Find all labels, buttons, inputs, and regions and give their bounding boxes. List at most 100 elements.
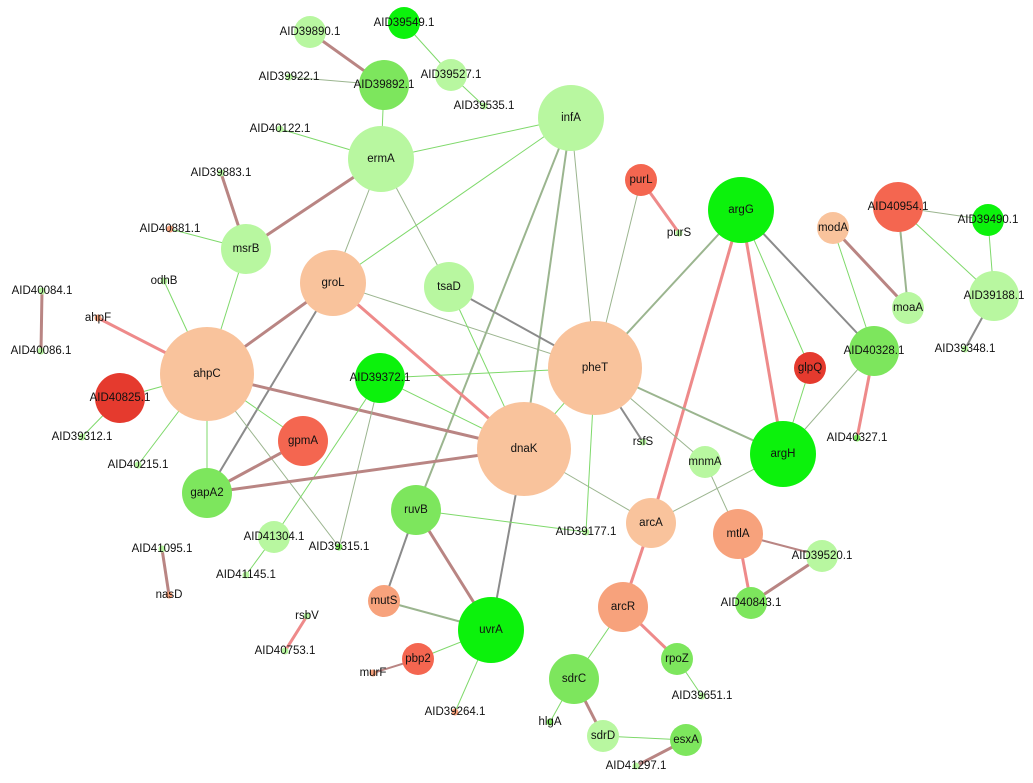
node-aid39264-1: AID39264.1 bbox=[425, 706, 486, 718]
node-circle-arca bbox=[626, 498, 676, 548]
node-label-murf: murF bbox=[360, 667, 387, 679]
node-aid40881-1: AID40881.1 bbox=[140, 223, 201, 235]
node-circle-aid41304-1 bbox=[258, 521, 290, 553]
node-phet: pheT bbox=[548, 321, 642, 415]
node-aid39312-1: AID39312.1 bbox=[52, 431, 113, 443]
node-label-aid40086-1: AID40086.1 bbox=[11, 345, 72, 357]
node-circle-aid40328-1 bbox=[849, 326, 899, 376]
node-circle-aid39527-1 bbox=[435, 59, 467, 91]
node-aid40084-1: AID40084.1 bbox=[12, 285, 73, 297]
node-aid40843-1: AID40843.1 bbox=[721, 587, 782, 619]
node-circle-glpq bbox=[794, 352, 826, 384]
node-label-argh: argH bbox=[771, 448, 796, 460]
node-rpoz: rpoZ bbox=[661, 643, 693, 675]
edge-aid39372-1-aid39315-1 bbox=[338, 377, 381, 548]
node-circle-aid40881-1 bbox=[166, 225, 174, 233]
node-circle-nasd bbox=[165, 591, 173, 599]
node-circle-aid39188-1 bbox=[969, 271, 1019, 321]
node-purl: purL bbox=[625, 164, 657, 196]
node-aid39883-1: AID39883.1 bbox=[191, 167, 252, 179]
node-gpma: gpmA bbox=[278, 416, 328, 466]
node-label-infa: infA bbox=[561, 112, 581, 124]
node-aid39188-1: AID39188.1 bbox=[964, 271, 1025, 321]
node-label-rsbv: rsbV bbox=[295, 610, 319, 622]
node-label-nasd: nasD bbox=[156, 589, 183, 601]
node-label-aid39651-1: AID39651.1 bbox=[672, 690, 733, 702]
node-label-aid39188-1: AID39188.1 bbox=[964, 290, 1025, 302]
edge-argg-argh bbox=[739, 208, 785, 456]
node-glpq: glpQ bbox=[794, 352, 826, 384]
node-erma: ermA bbox=[348, 126, 414, 192]
node-label-aid39312-1: AID39312.1 bbox=[52, 431, 113, 443]
edge-infa-dnak bbox=[523, 117, 572, 450]
node-circle-aid39892-1 bbox=[359, 60, 409, 110]
node-circle-murf bbox=[369, 669, 377, 677]
node-muts: mutS bbox=[368, 585, 400, 617]
node-purs: purS bbox=[667, 227, 692, 239]
node-circle-aid41095-1 bbox=[158, 545, 166, 553]
edge-aid40084-1-aid40086-1 bbox=[39, 289, 44, 353]
node-label-aid41095-1: AID41095.1 bbox=[132, 543, 193, 555]
node-label-aid40084-1: AID40084.1 bbox=[12, 285, 73, 297]
node-aid41304-1: AID41304.1 bbox=[244, 521, 305, 553]
node-aid41145-1: AID41145.1 bbox=[216, 569, 276, 581]
node-rsfs: rsfS bbox=[633, 436, 654, 448]
node-circle-odhb bbox=[160, 277, 168, 285]
node-label-purl: purL bbox=[629, 174, 653, 186]
node-circle-phet bbox=[548, 321, 642, 415]
node-ahpc: ahpC bbox=[160, 327, 254, 421]
node-circle-aid39372-1 bbox=[355, 353, 405, 403]
node-label-arcr: arcR bbox=[611, 601, 635, 613]
node-circle-aid40825-1 bbox=[95, 373, 145, 423]
node-circle-dnak bbox=[477, 402, 571, 496]
node-label-rpoz: rpoZ bbox=[665, 653, 689, 665]
node-circle-moaa bbox=[892, 292, 924, 324]
node-label-muts: mutS bbox=[371, 595, 398, 607]
node-aid41095-1: AID41095.1 bbox=[132, 543, 193, 555]
edge-aid41095-1-nasd bbox=[160, 547, 171, 597]
node-circle-aid39883-1 bbox=[217, 169, 225, 177]
node-circle-infa bbox=[538, 85, 604, 151]
edge-argg-arca bbox=[649, 208, 743, 525]
node-argh: argH bbox=[750, 421, 816, 487]
node-mtla: mtlA bbox=[713, 509, 763, 559]
node-circle-purs bbox=[675, 229, 683, 237]
edge-ahpc-dnak bbox=[205, 372, 526, 451]
node-aid39651-1: AID39651.1 bbox=[672, 690, 733, 702]
node-label-aid39177-1: AID39177.1 bbox=[556, 526, 617, 538]
node-dnak: dnaK bbox=[477, 402, 571, 496]
node-label-aid40825-1: AID40825.1 bbox=[90, 392, 151, 404]
node-circle-aid40753-1 bbox=[281, 647, 289, 655]
node-circle-moda bbox=[817, 212, 849, 244]
node-circle-aid39348-1 bbox=[961, 345, 969, 353]
node-circle-rsbv bbox=[303, 612, 311, 620]
node-aid40328-1: AID40328.1 bbox=[844, 326, 905, 376]
node-circle-aid41145-1 bbox=[242, 571, 250, 579]
edge-rsbv-aid40753-1 bbox=[283, 614, 309, 653]
node-label-aid39348-1: AID39348.1 bbox=[935, 343, 996, 355]
edge-dnak-gapa2 bbox=[205, 447, 526, 495]
node-label-tsad: tsaD bbox=[437, 281, 461, 293]
node-label-aid40328-1: AID40328.1 bbox=[844, 345, 905, 357]
node-label-aid40122-1: AID40122.1 bbox=[250, 123, 311, 135]
node-label-mnma: mnmA bbox=[688, 456, 722, 468]
node-aid39535-1: AID39535.1 bbox=[454, 100, 515, 112]
node-ahpf: ahpF bbox=[85, 312, 111, 324]
node-label-phet: pheT bbox=[582, 362, 608, 374]
node-label-aid40843-1: AID40843.1 bbox=[721, 597, 782, 609]
node-circle-mtla bbox=[713, 509, 763, 559]
node-aid39549-1: AID39549.1 bbox=[374, 7, 435, 39]
node-label-aid40753-1: AID40753.1 bbox=[255, 645, 316, 657]
node-label-ruvb: ruvB bbox=[404, 504, 428, 516]
node-label-aid41304-1: AID41304.1 bbox=[244, 531, 305, 543]
node-esxa: esxA bbox=[670, 724, 702, 756]
node-label-rsfs: rsfS bbox=[633, 436, 654, 448]
node-circle-ruvb bbox=[391, 485, 441, 535]
node-circle-msrb bbox=[221, 224, 271, 274]
node-circle-aid40086-1 bbox=[37, 347, 45, 355]
node-label-msrb: msrB bbox=[233, 243, 260, 255]
node-moda: modA bbox=[817, 212, 849, 244]
node-circle-aid39312-1 bbox=[78, 433, 86, 441]
node-label-aid39549-1: AID39549.1 bbox=[374, 17, 435, 29]
node-circle-hlga bbox=[546, 718, 554, 726]
